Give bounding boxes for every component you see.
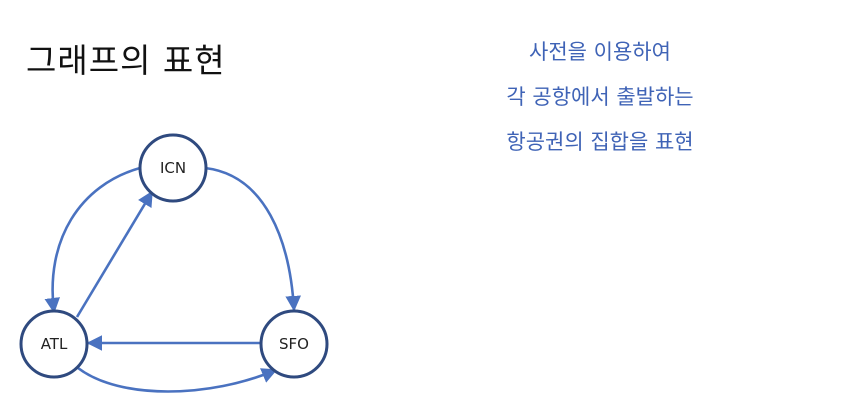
edge-icn-to-sfo [204,166,301,312]
description-line-2: 각 공항에서 출발하는 [506,85,694,109]
node-icn-label: ICN [160,159,186,177]
edge-atl-to-icn [75,190,154,318]
node-atl: ATL [19,309,89,379]
edge-atl-to-sfo [77,366,278,393]
description-line-3: 항공권의 집합을 표현 [506,130,694,154]
node-icn: ICN [138,133,208,203]
edge-icn-to-atl [44,166,141,314]
node-sfo-label: SFO [279,335,309,353]
description-line-1: 사전을 이용하여 [529,40,671,64]
description-text: 사전을 이용하여 각 공항에서 출발하는 항공권의 집합을 표현 [450,30,750,165]
node-atl-label: ATL [41,335,68,353]
node-sfo: SFO [259,309,329,379]
slide-title: 그래프의 표현 [26,41,226,80]
